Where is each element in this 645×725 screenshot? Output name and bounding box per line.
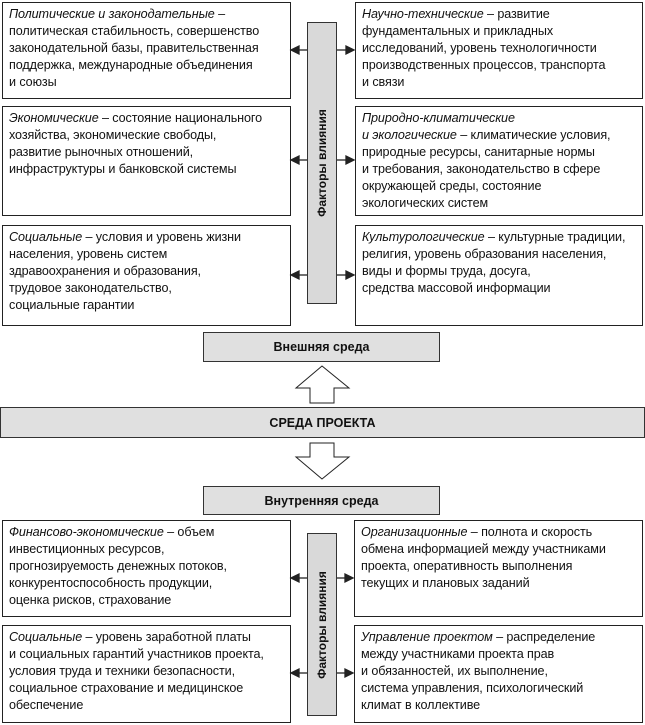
down-arrow-icon xyxy=(294,442,351,480)
arrow-left-3 xyxy=(289,269,307,281)
factor-text: – распределение между участниками проект… xyxy=(361,630,596,712)
factor-title: Культурологические xyxy=(362,230,485,244)
factor-box-social-internal: Социальные – уровень заработной платы и … xyxy=(2,625,291,723)
factor-title: Экономические xyxy=(9,111,99,125)
factor-box-natural: Природно-климатические и экологические –… xyxy=(355,106,643,216)
internal-environment-text: Внутренняя среда xyxy=(264,493,379,508)
arrow-left-5 xyxy=(289,667,307,679)
factor-title: Социальные xyxy=(9,630,83,644)
factor-box-management: Управление проектом – распределение межд… xyxy=(354,625,643,723)
factor-box-economic: Экономические – состояние национального … xyxy=(2,106,291,216)
arrow-left-2 xyxy=(289,154,307,166)
factor-title: Социальные xyxy=(9,230,83,244)
factor-text: – условия и уровень жизни населения, уро… xyxy=(9,230,241,312)
factor-title: Организационные xyxy=(361,525,468,539)
arrow-left-1 xyxy=(289,44,307,56)
factor-title: Политические и законодательные xyxy=(9,7,215,21)
external-environment-label: Внешняя среда xyxy=(203,332,440,362)
factor-title: Природно-климатические и экологические xyxy=(362,111,515,142)
factor-box-social: Социальные – условия и уровень жизни нас… xyxy=(2,225,291,326)
internal-environment-label: Внутренняя среда xyxy=(203,486,440,515)
external-factors-bar: Факторы влияния xyxy=(307,22,337,304)
arrow-right-5 xyxy=(337,667,355,679)
factor-title: Научно-технические xyxy=(362,7,484,21)
arrow-right-3 xyxy=(337,269,356,281)
factor-text: – объем инвестиционных ресурсов, прогноз… xyxy=(9,525,227,607)
factor-box-cultural: Культурологические – культурные традиции… xyxy=(355,225,643,326)
arrow-right-2 xyxy=(337,154,356,166)
external-environment-text: Внешняя среда xyxy=(273,340,370,354)
factor-text: – полнота и скорость обмена информацией … xyxy=(361,525,606,590)
project-environment-band: СРЕДА ПРОЕКТА xyxy=(0,407,645,438)
factor-text: – уровень заработной платы и социальных … xyxy=(9,630,264,712)
factor-box-financial: Финансово-экономические – объем инвестиц… xyxy=(2,520,291,617)
factor-title: Финансово-экономические xyxy=(9,525,164,539)
factor-box-organizational: Организационные – полнота и скорость обм… xyxy=(354,520,643,617)
factor-title: Управление проектом xyxy=(361,630,493,644)
arrow-right-1 xyxy=(337,44,356,56)
project-environment-text: СРЕДА ПРОЕКТА xyxy=(269,415,376,430)
factor-text: – политическая стабильность, совершенств… xyxy=(9,7,260,89)
arrow-right-4 xyxy=(337,572,355,584)
internal-factors-bar: Факторы влияния xyxy=(307,533,337,716)
factor-text: – климатические условия, природные ресур… xyxy=(362,128,611,210)
arrow-left-4 xyxy=(289,572,307,584)
up-arrow-icon xyxy=(294,365,351,404)
factor-box-political: Политические и законодательные – политич… xyxy=(2,2,291,99)
factor-box-scientific: Научно-технические – развитие фундамента… xyxy=(355,2,643,99)
factor-text: – состояние национального хозяйства, эко… xyxy=(9,111,263,176)
factor-text: – культурные традиции, религия, уровень … xyxy=(362,230,626,295)
factor-text: – развитие фундаментальных и прикладных … xyxy=(362,7,606,89)
